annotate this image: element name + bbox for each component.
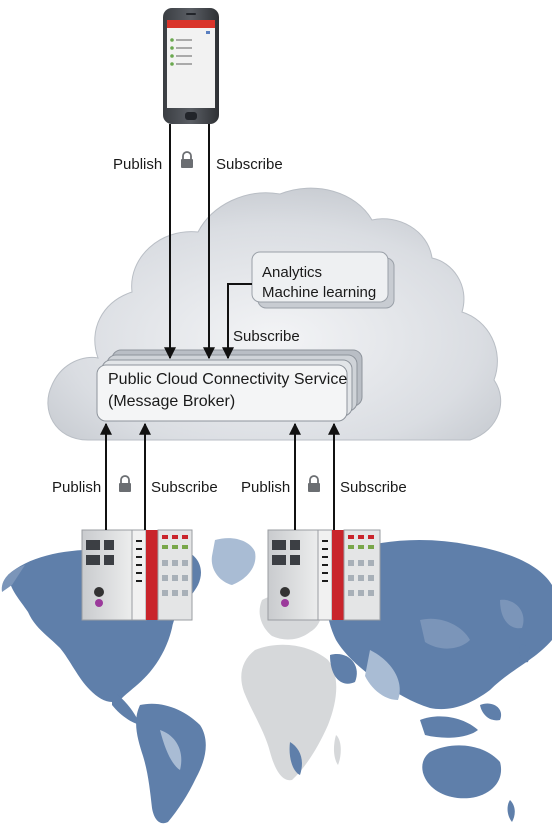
left-publish-label: Publish: [52, 479, 102, 496]
broker-subtitle-label: (Message Broker): [108, 393, 236, 410]
analytics-label: Analytics: [262, 264, 323, 281]
smartphone-icon: [163, 8, 219, 124]
left-subscribe-label: Subscribe: [151, 479, 218, 496]
plc-controller-icon-right: [267, 529, 381, 621]
lock-icon: [181, 151, 193, 168]
plc-controller-icon-left: [81, 529, 193, 621]
machine-learning-label: Machine learning: [262, 284, 377, 301]
analytics-box: [251, 251, 395, 309]
lock-icon: [308, 475, 320, 492]
arrow-icon: [222, 283, 252, 360]
lock-icon: [119, 475, 131, 492]
broker-subscribe-label: Subscribe: [233, 328, 300, 345]
world-map-icon: [1, 538, 552, 824]
right-publish-label: Publish: [241, 479, 291, 496]
right-subscribe-label: Subscribe: [340, 479, 407, 496]
message-broker-box: [96, 349, 363, 422]
broker-title-label: Public Cloud Connectivity Service: [108, 371, 348, 388]
phone-subscribe-label: Subscribe: [216, 156, 283, 173]
phone-publish-label: Publish: [113, 156, 163, 173]
